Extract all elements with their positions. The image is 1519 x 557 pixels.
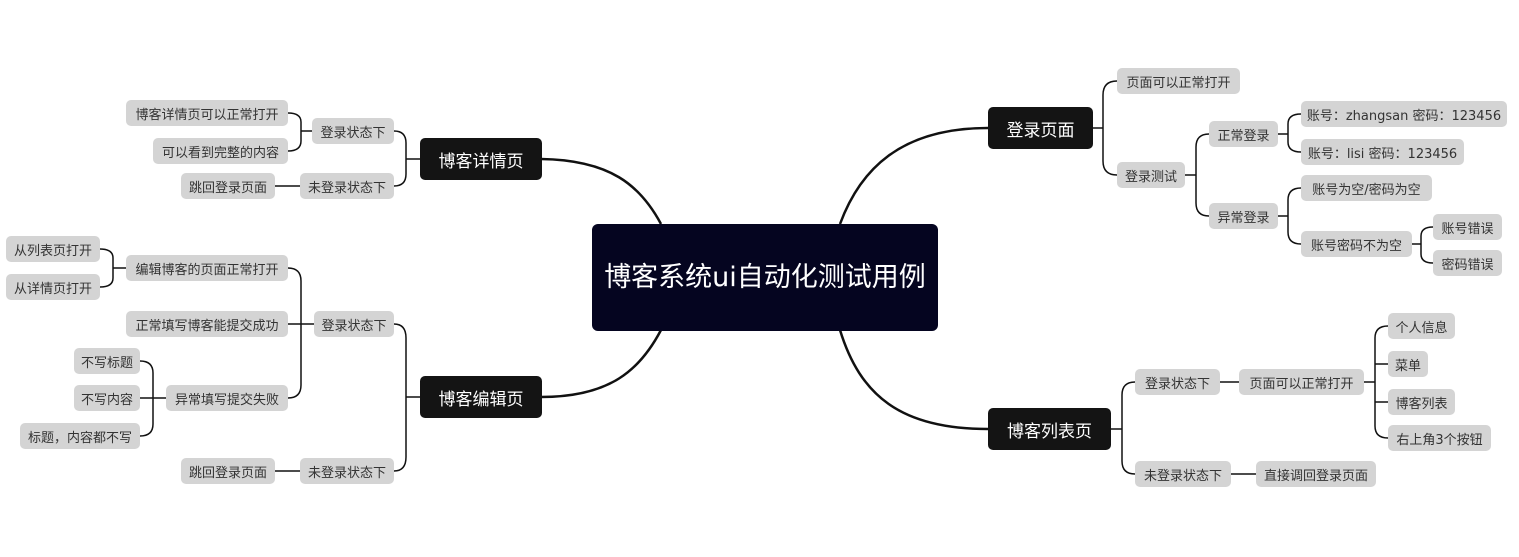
detail-logged-out[interactable]: 未登录状态下 (300, 173, 394, 199)
submit-success[interactable]: 正常填写博客能提交成功 (126, 311, 288, 337)
no-content[interactable]: 不写内容 (74, 385, 140, 411)
open-from-detail[interactable]: 从详情页打开 (6, 274, 100, 300)
open-from-list[interactable]: 从列表页打开 (6, 236, 100, 262)
branch-blog-detail[interactable]: 博客详情页 (420, 138, 542, 180)
list-logged-out[interactable]: 未登录状态下 (1135, 461, 1231, 487)
branch-login-page[interactable]: 登录页面 (988, 107, 1093, 149)
menu[interactable]: 菜单 (1388, 351, 1428, 377)
account-lisi[interactable]: 账号：lisi 密码：123456 (1301, 139, 1464, 165)
no-title-no-content[interactable]: 标题，内容都不写 (20, 423, 140, 449)
root-node[interactable]: 博客系统ui自动化测试用例 (592, 224, 938, 331)
branch-blog-list[interactable]: 博客列表页 (988, 408, 1111, 450)
login-test[interactable]: 登录测试 (1117, 162, 1185, 188)
no-title[interactable]: 不写标题 (74, 348, 140, 374)
login-page-open[interactable]: 页面可以正常打开 (1117, 68, 1240, 94)
edit-logged-out[interactable]: 未登录状态下 (300, 458, 394, 484)
list-logged-in[interactable]: 登录状态下 (1135, 369, 1220, 395)
edit-redirect-login[interactable]: 跳回登录页面 (181, 458, 275, 484)
detail-page-open[interactable]: 博客详情页可以正常打开 (126, 100, 288, 126)
wrong-account[interactable]: 账号错误 (1433, 214, 1502, 240)
normal-login[interactable]: 正常登录 (1209, 121, 1278, 147)
edit-logged-in[interactable]: 登录状态下 (314, 311, 394, 337)
detail-logged-in[interactable]: 登录状态下 (312, 118, 394, 144)
account-zhangsan[interactable]: 账号：zhangsan 密码：123456 (1301, 101, 1507, 127)
detail-redirect-login[interactable]: 跳回登录页面 (181, 173, 275, 199)
blog-list[interactable]: 博客列表 (1388, 389, 1455, 415)
abnormal-login[interactable]: 异常登录 (1209, 203, 1278, 229)
branch-blog-edit[interactable]: 博客编辑页 (420, 376, 542, 418)
top-right-buttons[interactable]: 右上角3个按钮 (1388, 425, 1491, 451)
personal-info[interactable]: 个人信息 (1388, 313, 1455, 339)
detail-full-content[interactable]: 可以看到完整的内容 (153, 138, 288, 164)
empty-account-password[interactable]: 账号为空/密码为空 (1301, 175, 1432, 201)
list-redirect-login[interactable]: 直接调回登录页面 (1256, 461, 1376, 487)
root-label: 博客系统ui自动化测试用例 (604, 261, 926, 293)
edit-page-open[interactable]: 编辑博客的页面正常打开 (126, 255, 288, 281)
list-page-open[interactable]: 页面可以正常打开 (1239, 369, 1364, 395)
wrong-password[interactable]: 密码错误 (1433, 250, 1502, 276)
account-password-not-empty[interactable]: 账号密码不为空 (1301, 231, 1412, 257)
submit-fail[interactable]: 异常填写提交失败 (166, 385, 288, 411)
